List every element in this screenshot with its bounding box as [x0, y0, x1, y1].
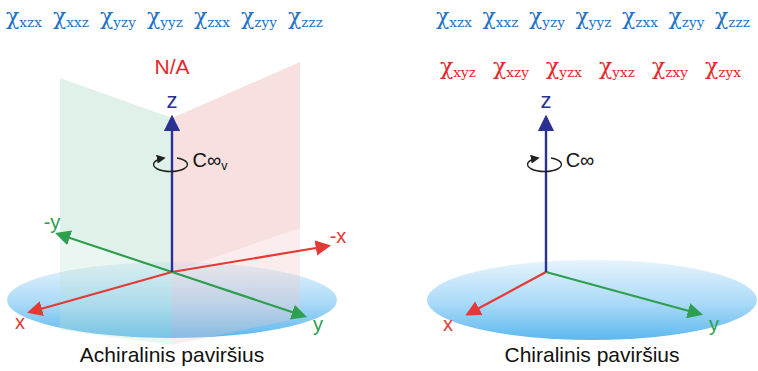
x-axis — [30, 272, 172, 312]
x-axis — [468, 272, 546, 314]
susceptibility-term: χzyy — [241, 6, 277, 28]
chiral-term: χxzy — [493, 56, 529, 78]
axis-label: y — [313, 314, 323, 334]
susceptibility-term: χyzy — [100, 6, 136, 28]
susceptibility-term: χyyz — [576, 6, 612, 28]
axis-label: y — [709, 314, 719, 334]
mirror-plane — [172, 228, 300, 345]
susceptibility-term: χxxz — [483, 6, 519, 28]
axis-label: -y — [44, 212, 61, 232]
surface-disk — [427, 260, 757, 340]
axis-label: z — [541, 90, 552, 112]
symmetry-label: C∞ — [566, 150, 595, 170]
susceptibility-term: χyyz — [147, 6, 183, 28]
not-applicable-note: N/A — [154, 56, 189, 77]
achiral-surface — [7, 62, 337, 345]
susceptibility-term: χzzz — [288, 6, 323, 28]
y-axis — [546, 272, 700, 314]
minus-y-axis — [58, 234, 172, 272]
susceptibility-term: χyzy — [529, 6, 565, 28]
axis-label: x — [443, 314, 453, 334]
z-axis — [545, 118, 547, 272]
susceptibility-term: χzxx — [194, 6, 230, 28]
chiral-term: χxyz — [440, 56, 476, 78]
axis-label: z — [167, 90, 178, 112]
axis-label: x — [15, 312, 25, 332]
susceptibility-term: χzyy — [669, 6, 705, 28]
chiral-term: χzxy — [652, 56, 688, 78]
chiral-term: χyzx — [546, 56, 582, 78]
z-axis — [171, 118, 173, 272]
susceptibility-term: χxzx — [6, 6, 42, 28]
rotation-symbol — [154, 158, 188, 171]
susceptibility-term: χzzz — [715, 6, 750, 28]
axis-label: -x — [330, 226, 347, 246]
susceptibility-term: χxzx — [436, 6, 472, 28]
symmetry-label: C∞v — [193, 150, 228, 170]
y-axis — [172, 272, 304, 316]
susceptibility-term: χxxz — [53, 6, 89, 28]
panel-caption: Chiralinis paviršius — [504, 344, 679, 365]
rotation-symbol — [527, 158, 561, 171]
panel-caption: Achiralinis paviršius — [80, 344, 264, 365]
chiral-term: χyxz — [599, 56, 635, 78]
susceptibility-term: χzxx — [622, 6, 658, 28]
chiral-surface — [427, 118, 757, 340]
minus-x-axis — [172, 246, 328, 272]
chiral-term: χzyx — [705, 56, 741, 78]
